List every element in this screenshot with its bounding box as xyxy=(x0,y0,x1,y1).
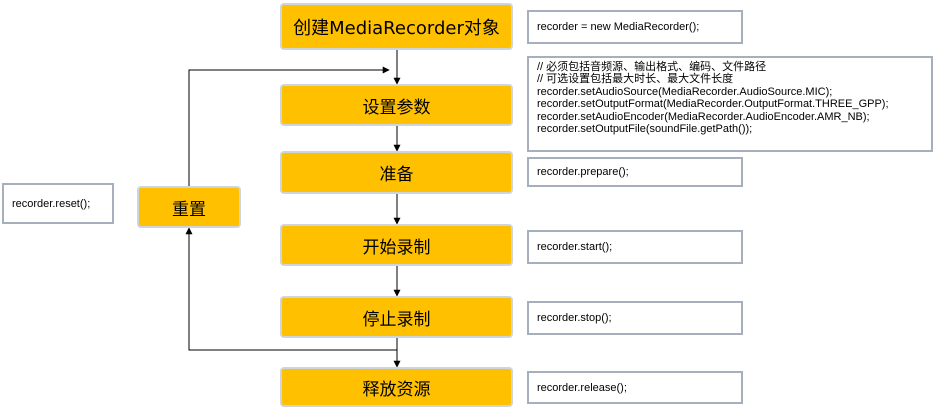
step-release: 释放资源 xyxy=(280,367,513,407)
step-prepare: 准备 xyxy=(280,151,513,194)
arrow-stop-to-reset xyxy=(185,227,397,351)
step-reset: 重置 xyxy=(137,186,241,228)
code-configure-line: recorder.setOutputFormat(MediaRecorder.O… xyxy=(537,98,889,111)
code-configure-line: recorder.setAudioEncoder(MediaRecorder.A… xyxy=(537,110,870,123)
code-configure-line: recorder.setAudioSource(MediaRecorder.Au… xyxy=(537,85,833,98)
code-stop: recorder.stop(); xyxy=(527,301,743,335)
code-create: recorder = new MediaRecorder(); xyxy=(527,10,743,44)
code-reset: recorder.reset(); xyxy=(2,183,114,224)
code-prepare: recorder.prepare(); xyxy=(527,157,743,187)
arrow-reset-to-configure xyxy=(188,66,390,186)
code-configure-line: recorder.setOutputFile(soundFile.getPath… xyxy=(537,123,753,136)
step-create: 创建MediaRecorder对象 xyxy=(280,3,513,50)
code-configure: // 必须包括音频源、输出格式、编码、文件路径 // 可选设置包括最大时长、最大… xyxy=(527,56,933,152)
code-release: recorder.release(); xyxy=(527,371,743,404)
step-configure: 设置参数 xyxy=(280,84,513,126)
step-stop: 停止录制 xyxy=(280,296,513,338)
step-start: 开始录制 xyxy=(280,224,513,266)
code-start: recorder.start(); xyxy=(527,230,743,264)
code-configure-line: // 必须包括音频源、输出格式、编码、文件路径 xyxy=(537,61,767,73)
code-configure-line: // 可选设置包括最大时长、最大文件长度 xyxy=(537,73,734,86)
